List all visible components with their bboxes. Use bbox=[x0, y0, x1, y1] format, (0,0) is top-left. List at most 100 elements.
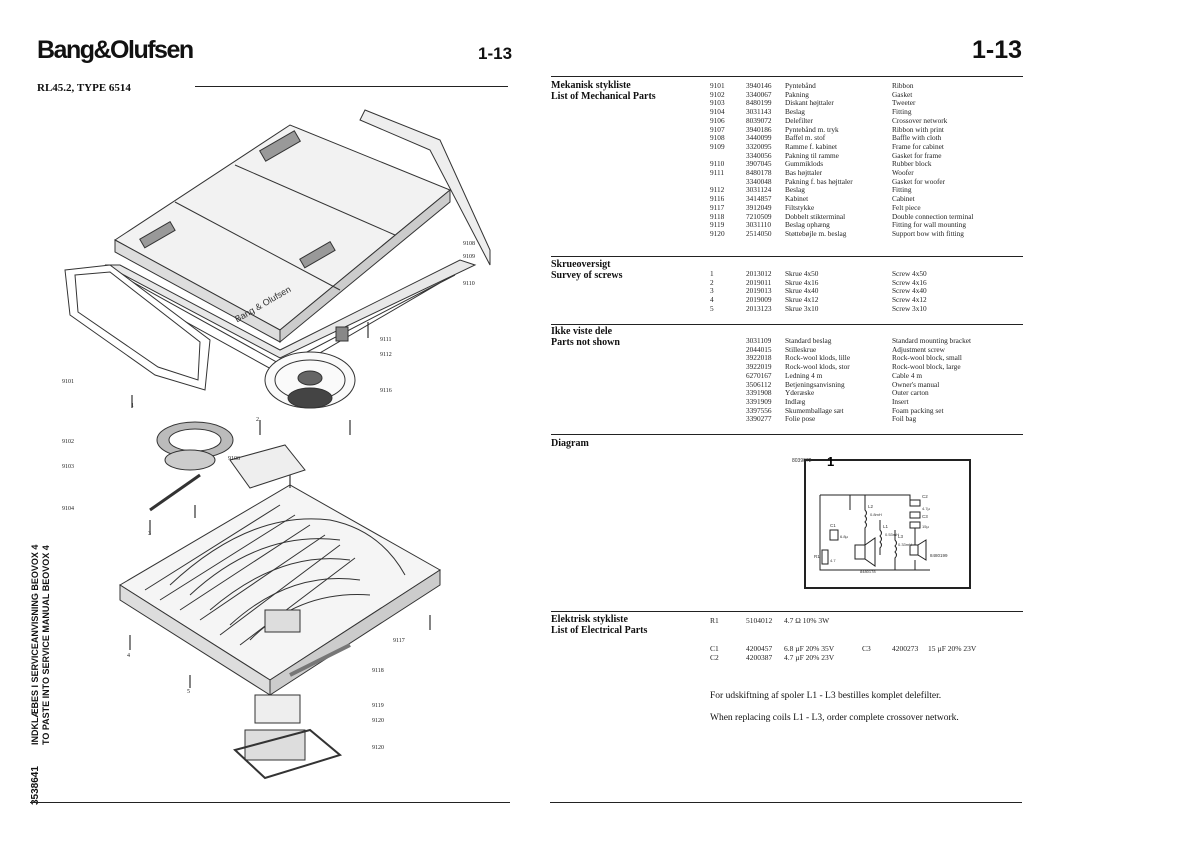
cell-pos bbox=[710, 354, 746, 363]
cell-pos bbox=[710, 398, 746, 407]
c1-ref: C1 bbox=[710, 644, 719, 653]
cell-dk: Baffel m. stof bbox=[785, 133, 826, 143]
cell-en: Gasket for frame bbox=[892, 150, 942, 160]
cell-part: 8039072 bbox=[746, 115, 772, 125]
cell-part: 3031143 bbox=[746, 107, 772, 117]
cell-part: 3340067 bbox=[746, 89, 772, 99]
cell-dk: Skrue 4x16 bbox=[785, 277, 819, 287]
cell-part: 3940186 bbox=[746, 124, 772, 134]
cell-en: Rock-wool block, small bbox=[892, 353, 962, 363]
cell-dk: Folie pose bbox=[785, 414, 816, 424]
label-woofer: 8480178 bbox=[860, 569, 876, 574]
cell-part: 3391909 bbox=[746, 396, 772, 406]
callout-9108: 9109 bbox=[463, 254, 475, 260]
cell-part: 3940146 bbox=[746, 81, 772, 90]
ribbon-right bbox=[359, 109, 491, 266]
cell-pos bbox=[710, 372, 746, 381]
diagram-title: Diagram bbox=[551, 438, 589, 449]
cell-en: Double connection terminal bbox=[892, 211, 974, 221]
callout-9116: 9117 bbox=[393, 638, 405, 644]
screw-label-5: 5 bbox=[187, 689, 190, 695]
terminal-bracket bbox=[232, 694, 343, 780]
diagram-filter-label: 1 bbox=[827, 454, 834, 469]
cell-pos: 9120 bbox=[710, 228, 725, 238]
cell-dk: Dobbelt stikterminal bbox=[785, 211, 846, 221]
cell-part: 8480178 bbox=[746, 168, 772, 178]
screw-label-2: 2 bbox=[256, 417, 259, 423]
label-l2-val: 0.8mH bbox=[870, 512, 882, 517]
cell-part: 3440099 bbox=[746, 133, 772, 143]
table-row: 3340056 Pakning til ramme Gasket for frame bbox=[710, 150, 1012, 161]
cell-dk: Delefilter bbox=[785, 115, 813, 125]
cell-dk: Beslag bbox=[785, 107, 805, 117]
c1-desc: 6.8 µF 20% 35V bbox=[784, 644, 835, 653]
cell-pos bbox=[710, 389, 746, 398]
label-l3: L3 bbox=[898, 534, 904, 539]
callout-9119: 9120 bbox=[372, 718, 384, 724]
cell-dk: Ledning 4 m bbox=[785, 370, 823, 380]
cell-dk: Skrue 3x10 bbox=[785, 303, 819, 313]
cell-dk: Diskant højttaler bbox=[785, 98, 834, 108]
cell-en: Cable 4 m bbox=[892, 370, 922, 380]
cell-part: 3391908 bbox=[746, 388, 772, 398]
cell-dk: Pyntebånd m. tryk bbox=[785, 124, 839, 134]
label-c2-val: 4.7µ bbox=[922, 506, 931, 511]
cell-en: Rock-wool block, large bbox=[892, 362, 961, 372]
elec-rule bbox=[551, 611, 1023, 612]
cell-part: 3340056 bbox=[746, 150, 772, 160]
label-l2: L2 bbox=[868, 504, 874, 509]
cell-pos: 4 bbox=[710, 295, 714, 305]
cell-pos bbox=[710, 363, 746, 372]
page-number-left: 1-13 bbox=[478, 44, 513, 63]
cell-en: Rubber block bbox=[892, 159, 932, 169]
cell-part: 7210509 bbox=[746, 211, 772, 221]
not-shown-rule bbox=[551, 324, 1023, 325]
side-label-dk: INDKLÆBES I SERVICEANVISNING BEOVOX 4 bbox=[30, 544, 40, 745]
page-number-right: 1-13 bbox=[972, 36, 1023, 64]
table-row: 9104 3031143 Beslag Fitting bbox=[710, 107, 1012, 117]
cell-part: 3390277 bbox=[746, 414, 772, 424]
cell-en: Fitting bbox=[892, 107, 912, 117]
cell-en: Adjustment screw bbox=[892, 344, 945, 354]
label-l3-val: 0.33mH bbox=[898, 542, 912, 547]
mech-rule bbox=[551, 76, 1023, 77]
cell-pos: 9104 bbox=[710, 107, 725, 117]
label-c1-val: 6.8µ bbox=[840, 534, 849, 539]
cell-pos: 9102 bbox=[710, 89, 725, 99]
callout-9117: 9118 bbox=[372, 668, 384, 674]
cell-dk: Pakning til ramme bbox=[785, 150, 839, 160]
label-c3: C3 bbox=[922, 514, 928, 519]
screws-rule bbox=[551, 256, 1023, 257]
cell-pos: 9112 bbox=[710, 185, 725, 195]
cell-pos: 9103 bbox=[710, 98, 725, 108]
cell-dk: Kabinet bbox=[785, 194, 809, 204]
cell-pos bbox=[710, 381, 746, 390]
cell-part: 3922018 bbox=[746, 353, 772, 363]
cell-en: Ribbon with print bbox=[892, 124, 944, 134]
cell-pos bbox=[710, 346, 746, 355]
cell-en: Outer carton bbox=[892, 388, 929, 398]
screws-title-dk: Skrueoversigt bbox=[551, 259, 611, 270]
cell-part: 3031109 bbox=[746, 336, 772, 345]
note-dk: For udskiftning af spoler L1 - L3 bestil… bbox=[710, 691, 942, 701]
cell-en: Owner's manual bbox=[892, 379, 940, 389]
screw-label-3: 3 bbox=[148, 531, 151, 537]
c2-desc: 4.7 µF 20% 23V bbox=[784, 653, 835, 662]
callout-9101: 9101 bbox=[62, 379, 74, 385]
cell-pos bbox=[710, 407, 746, 416]
crossover-schematic: 8039072 1 L2 0.8mH L1 0.53mH L3 0.33mH C… bbox=[792, 454, 971, 589]
